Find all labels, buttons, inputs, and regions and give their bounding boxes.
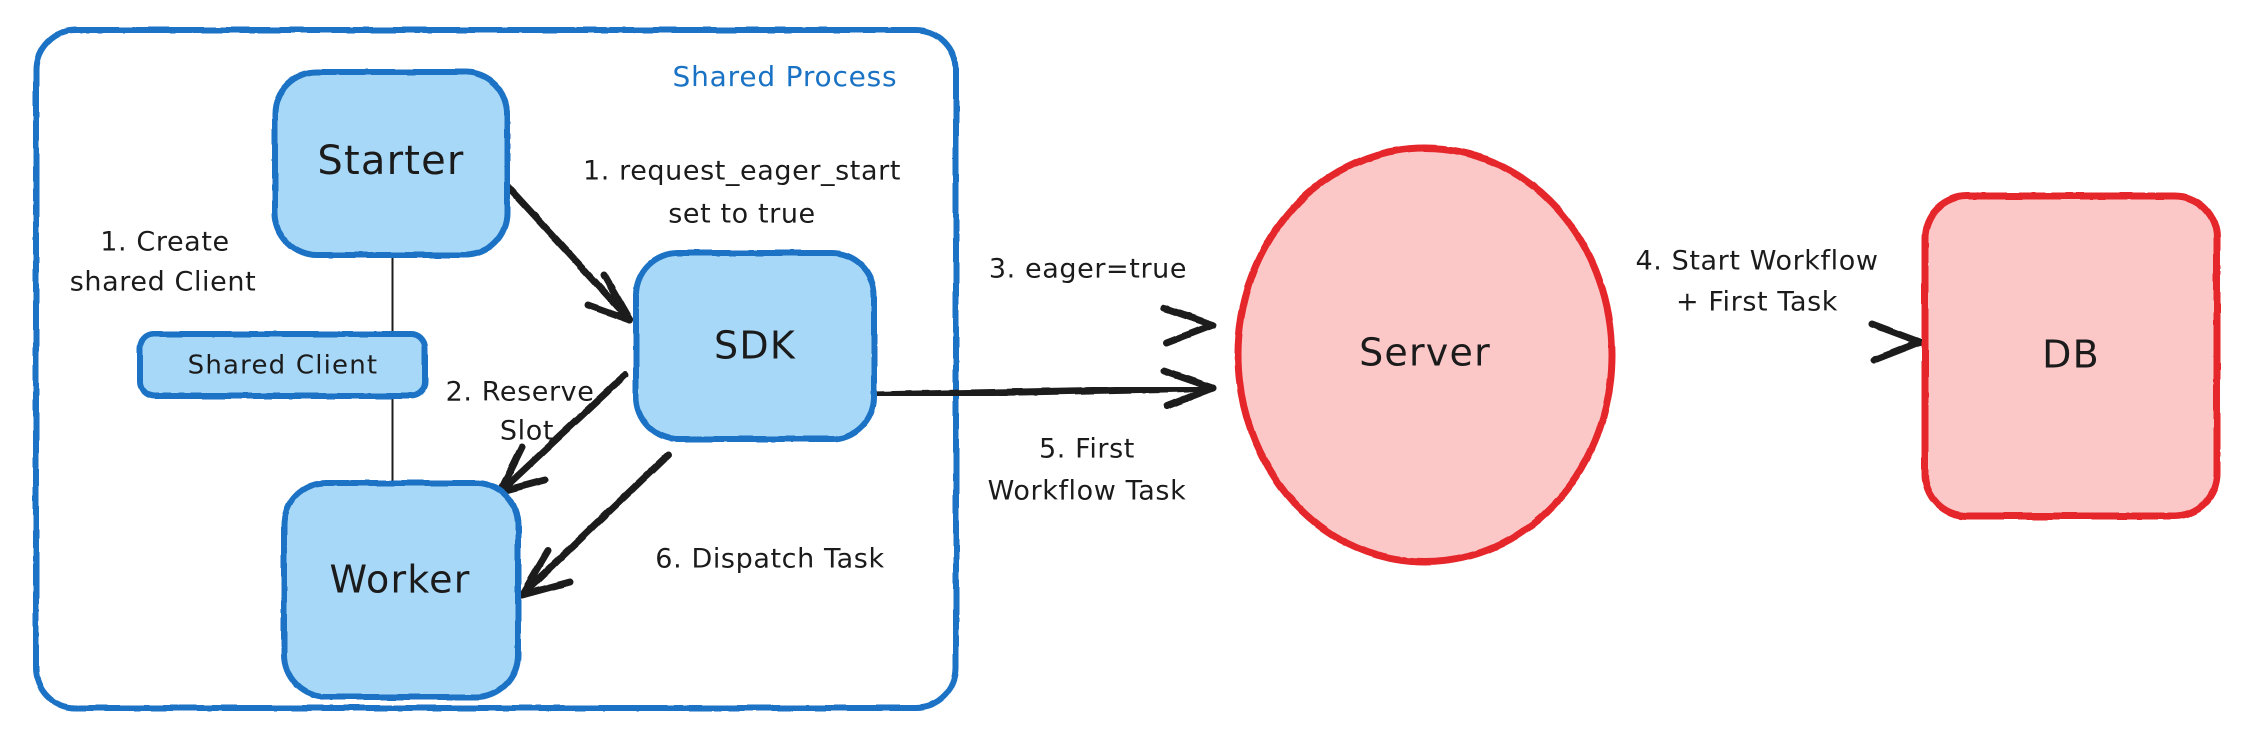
arrow-head xyxy=(496,443,549,496)
edge-label-line2: Workflow Task xyxy=(988,476,1187,507)
node-sdk[interactable]: SDK xyxy=(633,250,877,442)
arrow-head xyxy=(518,547,574,599)
connector-line xyxy=(389,389,396,485)
node-shared-client-label: Shared Client xyxy=(188,351,379,381)
node-worker[interactable]: Worker xyxy=(281,480,521,700)
edge-starter-sdk xyxy=(493,171,634,324)
edge-sdk-worker-dispatch xyxy=(518,451,672,599)
edge-label-line1: 1. Create xyxy=(100,227,229,258)
arrow-head xyxy=(1868,320,1924,364)
edge-label-line1: 3. eager=true xyxy=(989,254,1187,285)
arrow-shaft xyxy=(493,171,634,324)
node-shared-client-shape xyxy=(137,331,428,399)
shared-process-border xyxy=(33,27,959,711)
arrow-shaft xyxy=(868,384,1217,399)
node-db-label: DB xyxy=(2042,333,2100,377)
edge-label-first-workflow-task: 5. First Workflow Task xyxy=(988,434,1187,507)
node-sdk-shape xyxy=(633,250,877,442)
edge-label-line1: 6. Dispatch Task xyxy=(655,544,884,575)
edge-label-create-shared-client: 1. Create shared Client xyxy=(70,227,257,298)
node-sdk-label: SDK xyxy=(714,324,796,368)
edge-server-db xyxy=(1631,320,1924,364)
node-worker-shape xyxy=(281,480,521,700)
edge-label-request-eager-start: 1. request_eager_start set to true xyxy=(583,156,901,230)
edge-sdk-server-first-task xyxy=(868,367,1217,410)
node-starter[interactable]: Starter xyxy=(272,69,510,258)
node-server[interactable]: Server xyxy=(1234,144,1616,566)
edge-label-line2: shared Client xyxy=(70,267,257,298)
edge-label-line2: Slot xyxy=(500,416,554,447)
node-worker-label: Worker xyxy=(329,558,470,602)
group-shared-process: Shared Process xyxy=(33,27,959,711)
edge-shared-client-worker xyxy=(389,389,396,485)
edge-starter-shared-client xyxy=(389,250,396,341)
node-server-shape xyxy=(1234,144,1616,566)
shared-process-label: Shared Process xyxy=(673,60,898,93)
arrow-head xyxy=(1160,304,1217,347)
node-shared-client[interactable]: Shared Client xyxy=(137,331,428,399)
edge-label-line1: 5. First xyxy=(1039,434,1135,465)
edge-label-line2: + First Task xyxy=(1676,287,1838,318)
arrow-shaft xyxy=(518,451,672,599)
edge-label-start-workflow: 4. Start Workflow + First Task xyxy=(1635,246,1878,318)
edge-label-line1: 2. Reserve xyxy=(446,377,595,408)
arrow-head xyxy=(1160,367,1217,410)
node-starter-label: Starter xyxy=(317,138,464,184)
edge-label-line1: 1. request_eager_start xyxy=(583,156,901,187)
edge-label-line1: 4. Start Workflow xyxy=(1635,246,1878,277)
edge-label-reserve-slot: 2. Reserve Slot xyxy=(446,377,595,447)
edge-label-line2: set to true xyxy=(668,199,816,230)
arrow-head xyxy=(584,271,634,324)
edge-label-eager-true: 3. eager=true xyxy=(989,254,1187,285)
edge-sdk-server-eager xyxy=(868,304,1217,347)
edge-sdk-worker-reserve xyxy=(496,371,629,496)
node-starter-shape xyxy=(272,69,510,258)
connector-line xyxy=(389,250,396,341)
node-db[interactable]: DB xyxy=(1921,192,2221,520)
node-db-shape xyxy=(1921,192,2221,520)
node-server-label: Server xyxy=(1359,331,1491,375)
edge-label-dispatch-task: 6. Dispatch Task xyxy=(655,544,884,575)
arrow-shaft xyxy=(496,371,629,496)
